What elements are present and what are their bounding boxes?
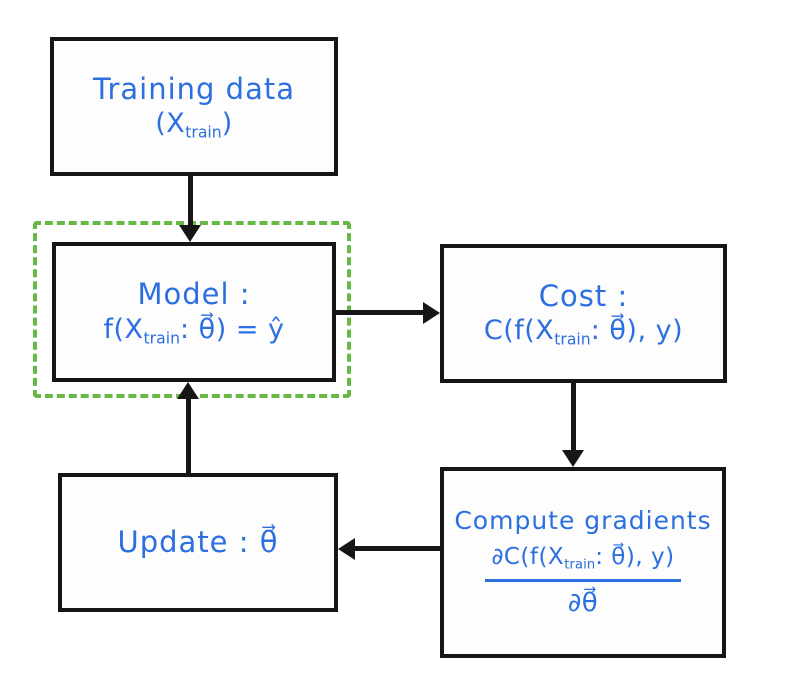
node-update: Update : θ⃗ — [58, 473, 338, 612]
arrow-line — [571, 383, 576, 451]
node-compute-gradients: Compute gradients ∂C(f(Xtrain: θ⃗), y) ∂… — [440, 467, 726, 658]
training-data-label: Training data — [93, 71, 295, 106]
formula-text: : θ⃗) = ŷ — [180, 313, 285, 345]
formula-text: : θ⃗), y) — [595, 543, 675, 570]
gradients-fraction: ∂C(f(Xtrain: θ⃗), y) ∂θ⃗ — [485, 543, 681, 620]
compute-gradients-label: Compute gradients — [454, 506, 712, 536]
arrowhead-left-icon — [338, 538, 355, 560]
node-training-data: Training data (Xtrain) — [50, 37, 338, 176]
arrow-line — [186, 397, 191, 473]
gradients-denominator: ∂θ⃗ — [567, 588, 599, 619]
formula-text: (X — [155, 108, 186, 140]
arrowhead-down-icon — [562, 450, 584, 467]
model-formula: f(Xtrain: θ⃗) = ŷ — [104, 313, 285, 348]
formula-text: f(X — [103, 313, 144, 345]
arrow-line — [336, 310, 425, 315]
cost-formula: C(f(Xtrain: θ⃗), y) — [484, 314, 683, 349]
gradients-numerator: ∂C(f(Xtrain: θ⃗), y) — [485, 543, 681, 583]
formula-subscript: train — [185, 122, 222, 142]
update-label: Update : θ⃗ — [117, 525, 279, 560]
arrow-line — [353, 546, 440, 551]
arrowhead-down-icon — [179, 225, 201, 242]
formula-text: : θ⃗), y) — [590, 315, 684, 347]
formula-subscript: train — [564, 557, 596, 573]
formula-subscript: train — [554, 329, 591, 349]
cost-label: Cost : — [538, 278, 629, 313]
formula-text: ∂C(f(X — [491, 543, 565, 570]
formula-text: C(f(X — [483, 315, 555, 347]
node-model: Model : f(Xtrain: θ⃗) = ŷ — [52, 242, 336, 382]
model-label: Model : — [137, 277, 251, 312]
formula-text: ) — [221, 108, 233, 140]
formula-subscript: train — [143, 328, 180, 348]
training-data-formula: (Xtrain) — [155, 107, 233, 142]
node-cost: Cost : C(f(Xtrain: θ⃗), y) — [440, 244, 727, 383]
arrowhead-up-icon — [177, 382, 199, 399]
arrowhead-right-icon — [423, 302, 440, 324]
arrow-line — [188, 176, 193, 227]
